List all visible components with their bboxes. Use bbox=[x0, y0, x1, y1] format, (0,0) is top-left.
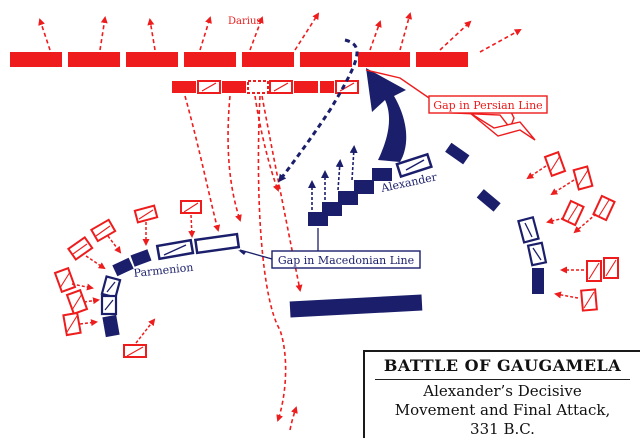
gap-persian-label: Gap in Persian Line bbox=[433, 99, 542, 112]
map-subtitle: Alexander’s Decisive Movement and Final … bbox=[365, 382, 640, 439]
companion-advance-arrows bbox=[308, 145, 358, 210]
persian-right-arrows bbox=[71, 214, 196, 344]
persian-center-retreat bbox=[184, 95, 303, 431]
parmenion-label: Parmenion bbox=[133, 261, 194, 280]
macedonian-right-flank bbox=[445, 142, 548, 294]
persian-left-arrows bbox=[526, 165, 597, 299]
persian-right-wing bbox=[53, 200, 202, 358]
gap-persian-callout: Gap in Persian Line bbox=[365, 69, 548, 141]
title-cartouche: BATTLE OF GAUGAMELA Alexander’s Decisive… bbox=[363, 350, 640, 438]
persian-retreat-arrows bbox=[38, 12, 522, 53]
subtitle-line-1: Alexander’s Decisive bbox=[423, 382, 582, 400]
cavalry-pursuit-arrow bbox=[278, 38, 359, 183]
parmenion-line bbox=[100, 232, 241, 338]
persian-second-line bbox=[172, 80, 359, 94]
subtitle-line-2: Movement and Final Attack, bbox=[394, 401, 611, 419]
darius-label: Darius bbox=[228, 16, 262, 27]
map-title: BATTLE OF GAUGAMELA bbox=[383, 356, 622, 375]
persian-front-line bbox=[10, 52, 468, 67]
gap-macedonian-callout: Gap in Macedonian Line bbox=[238, 228, 421, 269]
gap-macedonian-label: Gap in Macedonian Line bbox=[278, 254, 414, 267]
alexander-charge-arrow bbox=[366, 68, 407, 162]
subtitle-line-3: 331 B.C. bbox=[470, 420, 535, 438]
persian-left-wing bbox=[543, 150, 619, 312]
title-divider bbox=[375, 379, 630, 380]
macedonian-phalanx bbox=[289, 294, 423, 318]
alexander-wedge bbox=[308, 152, 433, 226]
